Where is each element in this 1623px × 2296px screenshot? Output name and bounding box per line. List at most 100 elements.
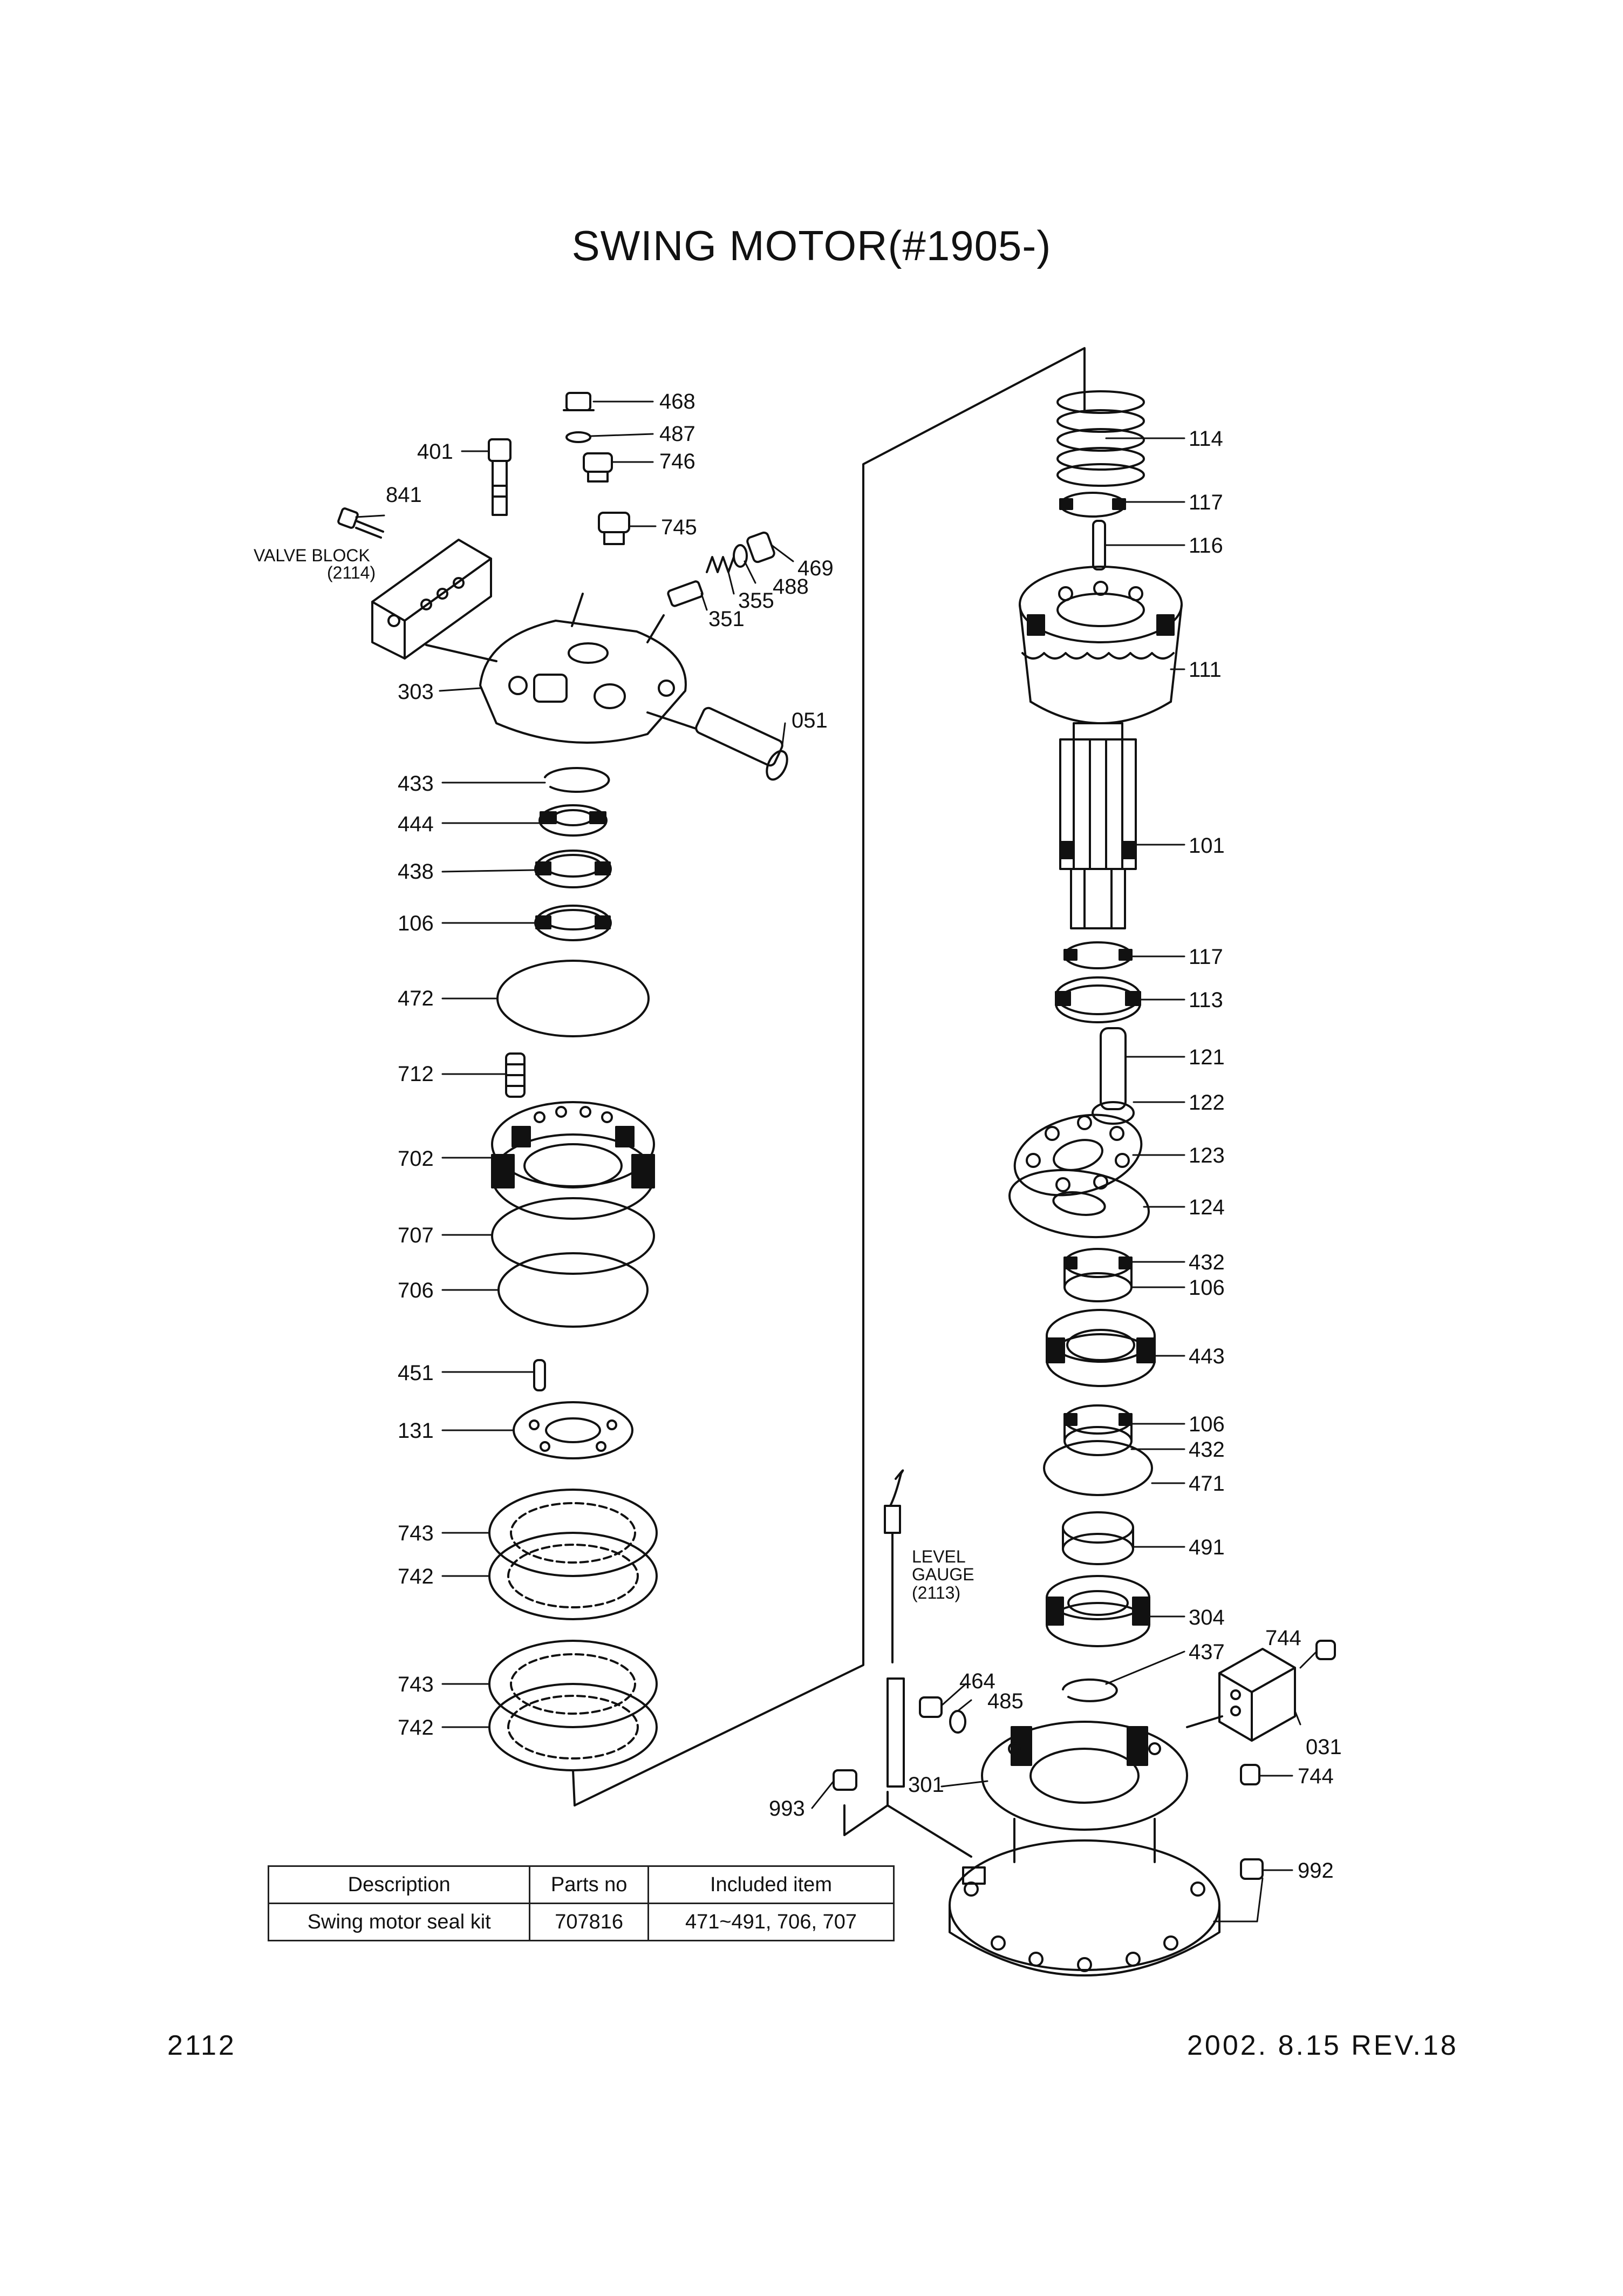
callout-303: 303 [398, 680, 434, 704]
callout-051: 051 [792, 709, 828, 732]
callout-117b: 117 [1189, 945, 1223, 969]
part-464-plug [919, 1696, 943, 1718]
callout-702: 702 [398, 1147, 434, 1171]
level-gauge-label-1: LEVEL [912, 1547, 966, 1566]
valve-block-ref: (2114) [327, 563, 376, 582]
part-433-snap-ring [544, 767, 610, 793]
part-707-oring [491, 1197, 655, 1275]
part-706-oring [497, 1252, 649, 1328]
callout-745: 745 [661, 515, 697, 539]
part-491-oil-seal [1062, 1511, 1134, 1565]
level-gauge-part [884, 1469, 905, 1788]
part-487-oring [565, 431, 591, 443]
callout-401: 401 [417, 440, 453, 464]
callout-124: 124 [1189, 1195, 1225, 1219]
callout-444: 444 [398, 812, 434, 836]
part-124-shoe-plate [1008, 1169, 1150, 1239]
callout-487: 487 [659, 422, 695, 446]
part-745-plug [598, 512, 630, 545]
level-gauge-label-2: GAUGE [912, 1565, 974, 1584]
part-746-plug [583, 452, 613, 483]
callout-443: 443 [1189, 1344, 1225, 1368]
part-472-oring [496, 960, 650, 1037]
callout-746: 746 [659, 450, 695, 473]
part-304-front-cover [1046, 1575, 1150, 1647]
callout-031: 031 [1306, 1735, 1342, 1759]
table-row: Swing motor seal kit 707816 471~491, 706… [267, 1903, 895, 1941]
part-131-plate [513, 1401, 633, 1459]
callout-485: 485 [987, 1689, 1024, 1713]
part-444-bearing [538, 804, 608, 837]
callout-464: 464 [959, 1669, 995, 1693]
part-355-spring [706, 556, 735, 573]
callout-355: 355 [738, 589, 774, 613]
cell-description: Swing motor seal kit [267, 1903, 531, 1941]
part-121-piston [1100, 1027, 1127, 1110]
part-469-plug [746, 531, 775, 563]
callout-472: 472 [398, 987, 434, 1010]
callout-468: 468 [659, 390, 695, 413]
callout-labels: 468 487 746 401 841 745 469 488 355 351 … [254, 390, 1342, 1883]
part-471-oring [1043, 1440, 1153, 1496]
callout-743a: 743 [398, 1521, 434, 1545]
part-744-plug-lower [1240, 1764, 1260, 1785]
part-106-spacer-lower [1063, 1404, 1133, 1435]
callout-471: 471 [1189, 1472, 1225, 1496]
callout-451: 451 [398, 1361, 434, 1385]
callout-106c: 106 [1189, 1412, 1225, 1436]
callout-432a: 432 [1189, 1251, 1225, 1274]
level-gauge-ref: (2113) [912, 1583, 960, 1602]
header-description: Description [267, 1865, 531, 1904]
callout-841: 841 [386, 483, 422, 507]
part-702-piston [491, 1101, 655, 1220]
part-468-plug [563, 392, 595, 411]
callout-116: 116 [1189, 534, 1223, 558]
callout-121: 121 [1189, 1045, 1225, 1069]
callout-712: 712 [398, 1062, 434, 1086]
part-451-pin [533, 1359, 546, 1391]
part-031-valve-block [1218, 1648, 1296, 1742]
part-443-bearing [1046, 1309, 1156, 1387]
callout-992: 992 [1298, 1859, 1334, 1883]
callout-744a: 744 [1265, 1626, 1301, 1650]
callout-488: 488 [773, 575, 809, 599]
part-401-bolt [488, 438, 512, 516]
callout-106a: 106 [398, 912, 434, 935]
callout-114: 114 [1189, 427, 1223, 451]
part-116-pin [1092, 520, 1106, 570]
callout-113: 113 [1189, 988, 1223, 1012]
callout-707: 707 [398, 1224, 434, 1247]
callout-123: 123 [1189, 1144, 1225, 1167]
part-101-shaft [1059, 722, 1137, 929]
callout-131: 131 [398, 1419, 434, 1443]
header-parts-no: Parts no [529, 1865, 649, 1904]
callout-491: 491 [1189, 1536, 1225, 1559]
valve-block-label: VALVE BLOCK [254, 546, 370, 565]
callout-742b: 742 [398, 1716, 434, 1740]
callout-122: 122 [1189, 1091, 1225, 1115]
table-header-row: Description Parts no Included item [267, 1865, 895, 1904]
callout-117a: 117 [1189, 491, 1223, 514]
part-841-bolt [337, 507, 384, 539]
part-113-holder [1055, 976, 1141, 1023]
callout-744b: 744 [1298, 1764, 1334, 1788]
callout-433: 433 [398, 772, 434, 796]
callout-438: 438 [398, 860, 434, 884]
assembly-boundary-lines [574, 347, 1086, 1858]
seal-kit-table: Description Parts no Included item Swing… [267, 1865, 895, 1941]
page-number: 2112 [167, 2030, 236, 2061]
part-303-cover [479, 593, 687, 744]
part-122-shoe [1092, 1101, 1135, 1125]
callout-993: 993 [769, 1797, 805, 1821]
part-051-spool [646, 707, 788, 781]
callout-111: 111 [1189, 658, 1222, 682]
part-438-seal [534, 850, 612, 888]
cell-parts-no: 707816 [529, 1903, 649, 1941]
leader-lines [355, 400, 1318, 1923]
callout-743b: 743 [398, 1673, 434, 1696]
callout-101: 101 [1189, 834, 1225, 858]
part-712-spring [505, 1052, 526, 1098]
part-992-plug [1240, 1858, 1264, 1880]
header-included-item: Included item [647, 1865, 895, 1904]
